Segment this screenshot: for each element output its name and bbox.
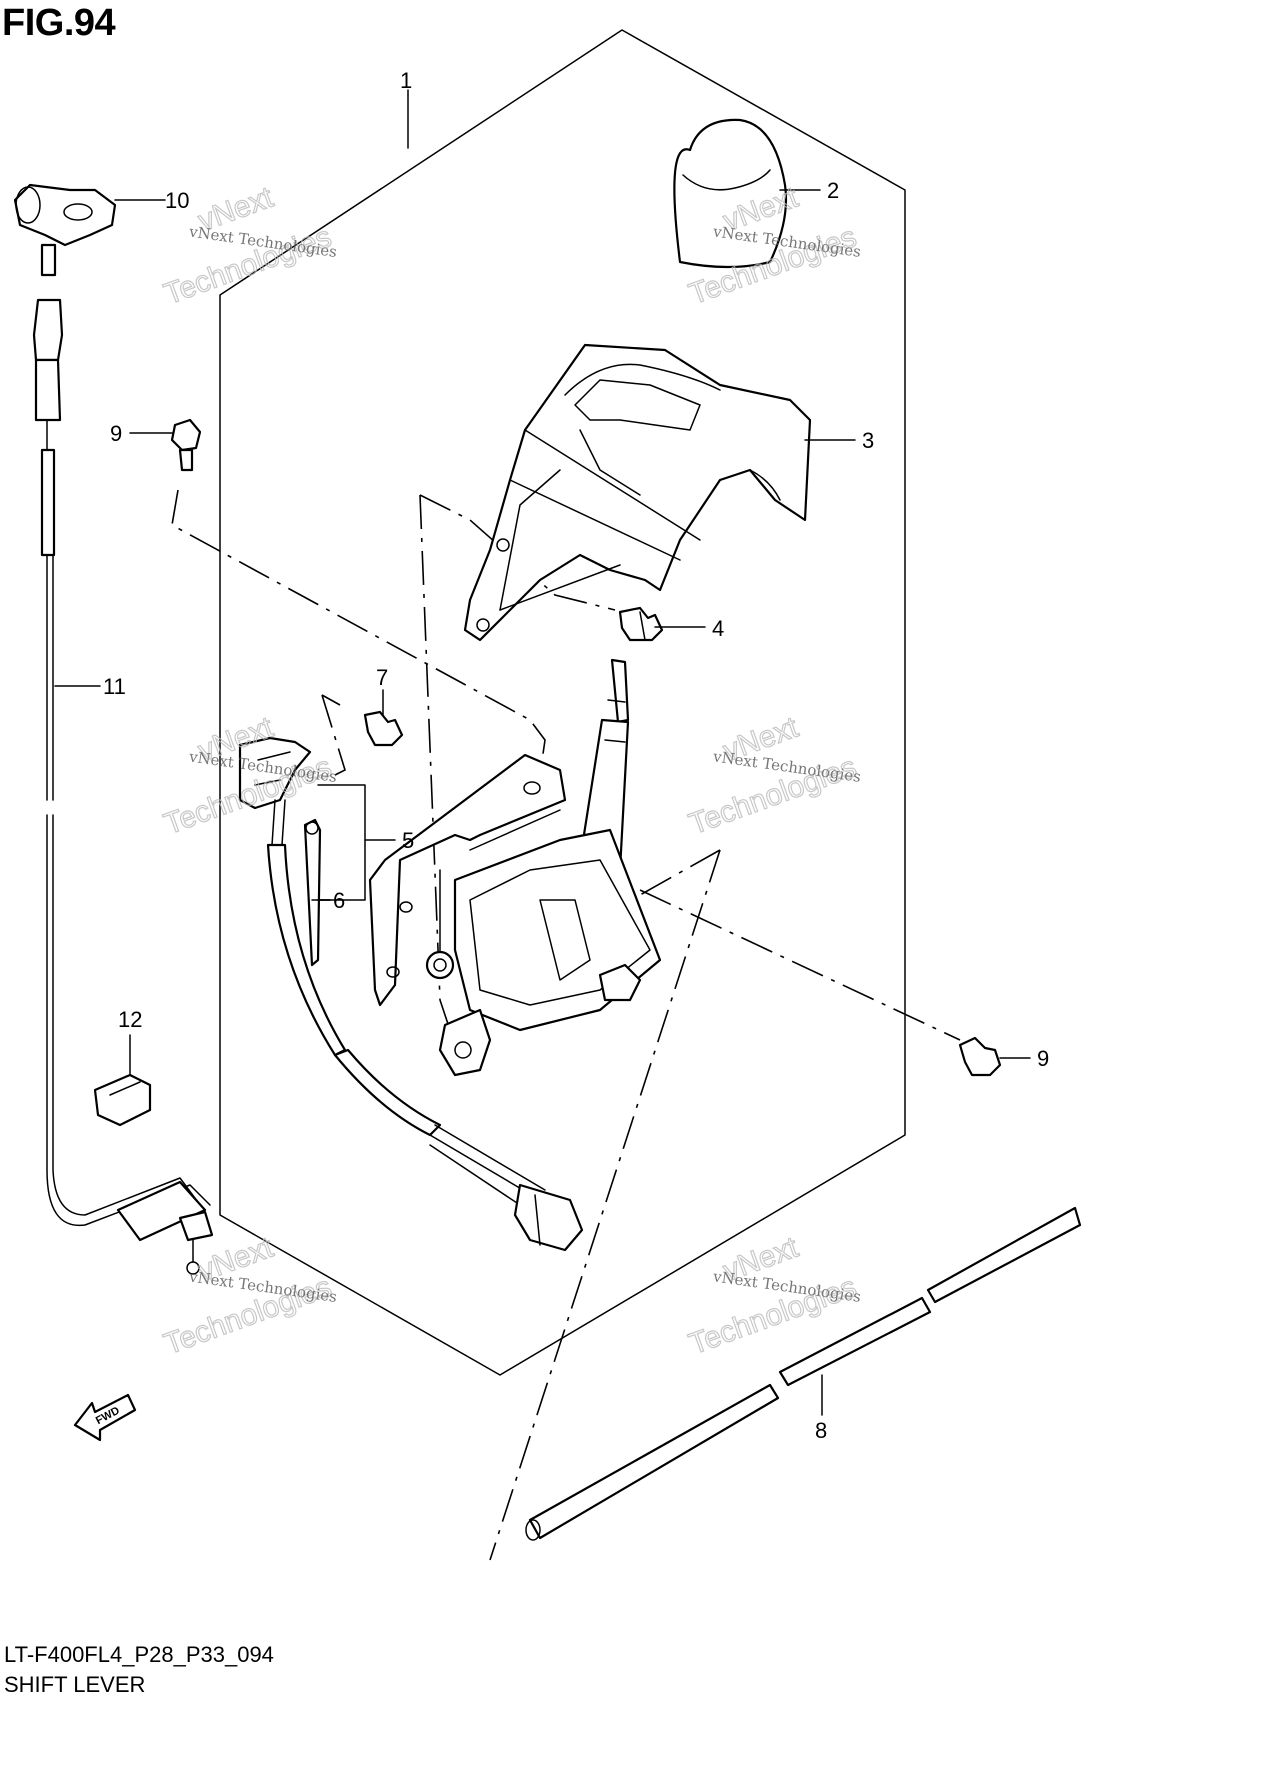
fwd-arrow-icon: FWD bbox=[73, 1393, 137, 1442]
shift-knob bbox=[673, 118, 788, 269]
watermark-bottom-left: vNext Technologies vNext Technologies bbox=[159, 1230, 338, 1362]
shift-cable bbox=[32, 298, 214, 1275]
callout-9-upper: 9 bbox=[110, 421, 122, 446]
callout-10: 10 bbox=[165, 188, 189, 213]
cable-tie bbox=[303, 818, 322, 967]
callout-12: 12 bbox=[118, 1007, 142, 1032]
assembly-frame bbox=[219, 29, 906, 1376]
callout-8: 8 bbox=[815, 1418, 827, 1443]
figure-title: FIG.94 bbox=[2, 2, 116, 44]
callout-1: 1 bbox=[400, 68, 412, 93]
shift-rod bbox=[525, 1206, 1082, 1541]
bolt-part-4 bbox=[618, 606, 664, 642]
figure-code: LT-F400FL4_P28_P33_094 bbox=[4, 1642, 274, 1667]
shift-cover bbox=[463, 343, 812, 642]
callout-7: 7 bbox=[376, 665, 388, 690]
watermark-mid-right: vNext Technologies vNext Technologies bbox=[684, 710, 862, 842]
callout-11: 11 bbox=[103, 674, 126, 699]
callout-4: 4 bbox=[712, 616, 724, 641]
bolt-part-9-upper bbox=[170, 418, 202, 472]
figure-name: SHIFT LEVER bbox=[4, 1672, 146, 1697]
cable-clamp bbox=[93, 1073, 152, 1127]
leader-lines bbox=[54, 89, 1031, 1416]
cable-connector bbox=[13, 183, 117, 277]
bolt-part-7 bbox=[363, 710, 404, 747]
callout-5: 5 bbox=[402, 828, 414, 853]
shift-lever-assembly bbox=[368, 658, 662, 1077]
callout-2: 2 bbox=[827, 178, 839, 203]
alignment-lines bbox=[171, 489, 961, 1561]
neutral-switch-assembly bbox=[238, 736, 584, 1252]
callout-labels: 1 2 3 4 5 6 7 8 9 9 10 11 12 bbox=[103, 68, 1049, 1443]
callout-9-lower: 9 bbox=[1037, 1046, 1049, 1071]
callout-6: 6 bbox=[333, 888, 345, 913]
bolt-part-9-lower bbox=[958, 1036, 1002, 1077]
callout-3: 3 bbox=[862, 428, 874, 453]
figure-caption: LT-F400FL4_P28_P33_094 SHIFT LEVER bbox=[4, 1640, 274, 1700]
